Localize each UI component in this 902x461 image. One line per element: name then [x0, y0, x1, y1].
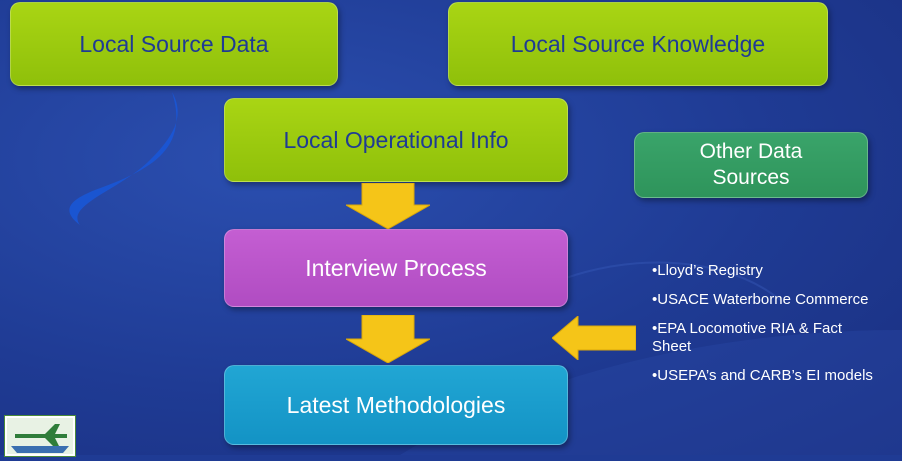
local-source-knowledge-label: Local Source Knowledge: [510, 30, 766, 57]
interview-process-label: Interview Process: [305, 254, 487, 281]
list-item: •USACE Waterborne Commerce: [652, 290, 869, 308]
left-arrow-icon: [552, 316, 636, 360]
local-operational-info-box: Local Operational Info: [224, 98, 568, 182]
latest-methodologies-box: Latest Methodologies: [224, 365, 568, 445]
local-source-data-box: Local Source Data: [10, 2, 338, 86]
other-data-sources-line2: Sources: [712, 166, 790, 189]
list-item: •Lloyd’s Registry: [652, 262, 763, 279]
other-data-sources-box: Other Data Sources: [634, 132, 868, 198]
down-arrow-icon: [346, 183, 430, 229]
list-item: •USEPA’s and CARB’s EI models: [652, 367, 873, 384]
down-arrow-icon: [346, 315, 430, 363]
interview-process-box: Interview Process: [224, 229, 568, 307]
list-item: •EPA Locomotive RIA & Fact Sheet: [652, 319, 843, 356]
other-sources-list: •Lloyd’s Registry •USACE Waterborne Comm…: [652, 262, 882, 396]
other-data-sources-line1: Other Data: [699, 139, 803, 163]
latest-methodologies-label: Latest Methodologies: [286, 391, 506, 418]
local-source-knowledge-box: Local Source Knowledge: [448, 2, 828, 86]
airplane-ship-logo-icon: [4, 415, 76, 457]
local-source-data-label: Local Source Data: [79, 30, 269, 57]
local-operational-info-label: Local Operational Info: [283, 126, 509, 153]
